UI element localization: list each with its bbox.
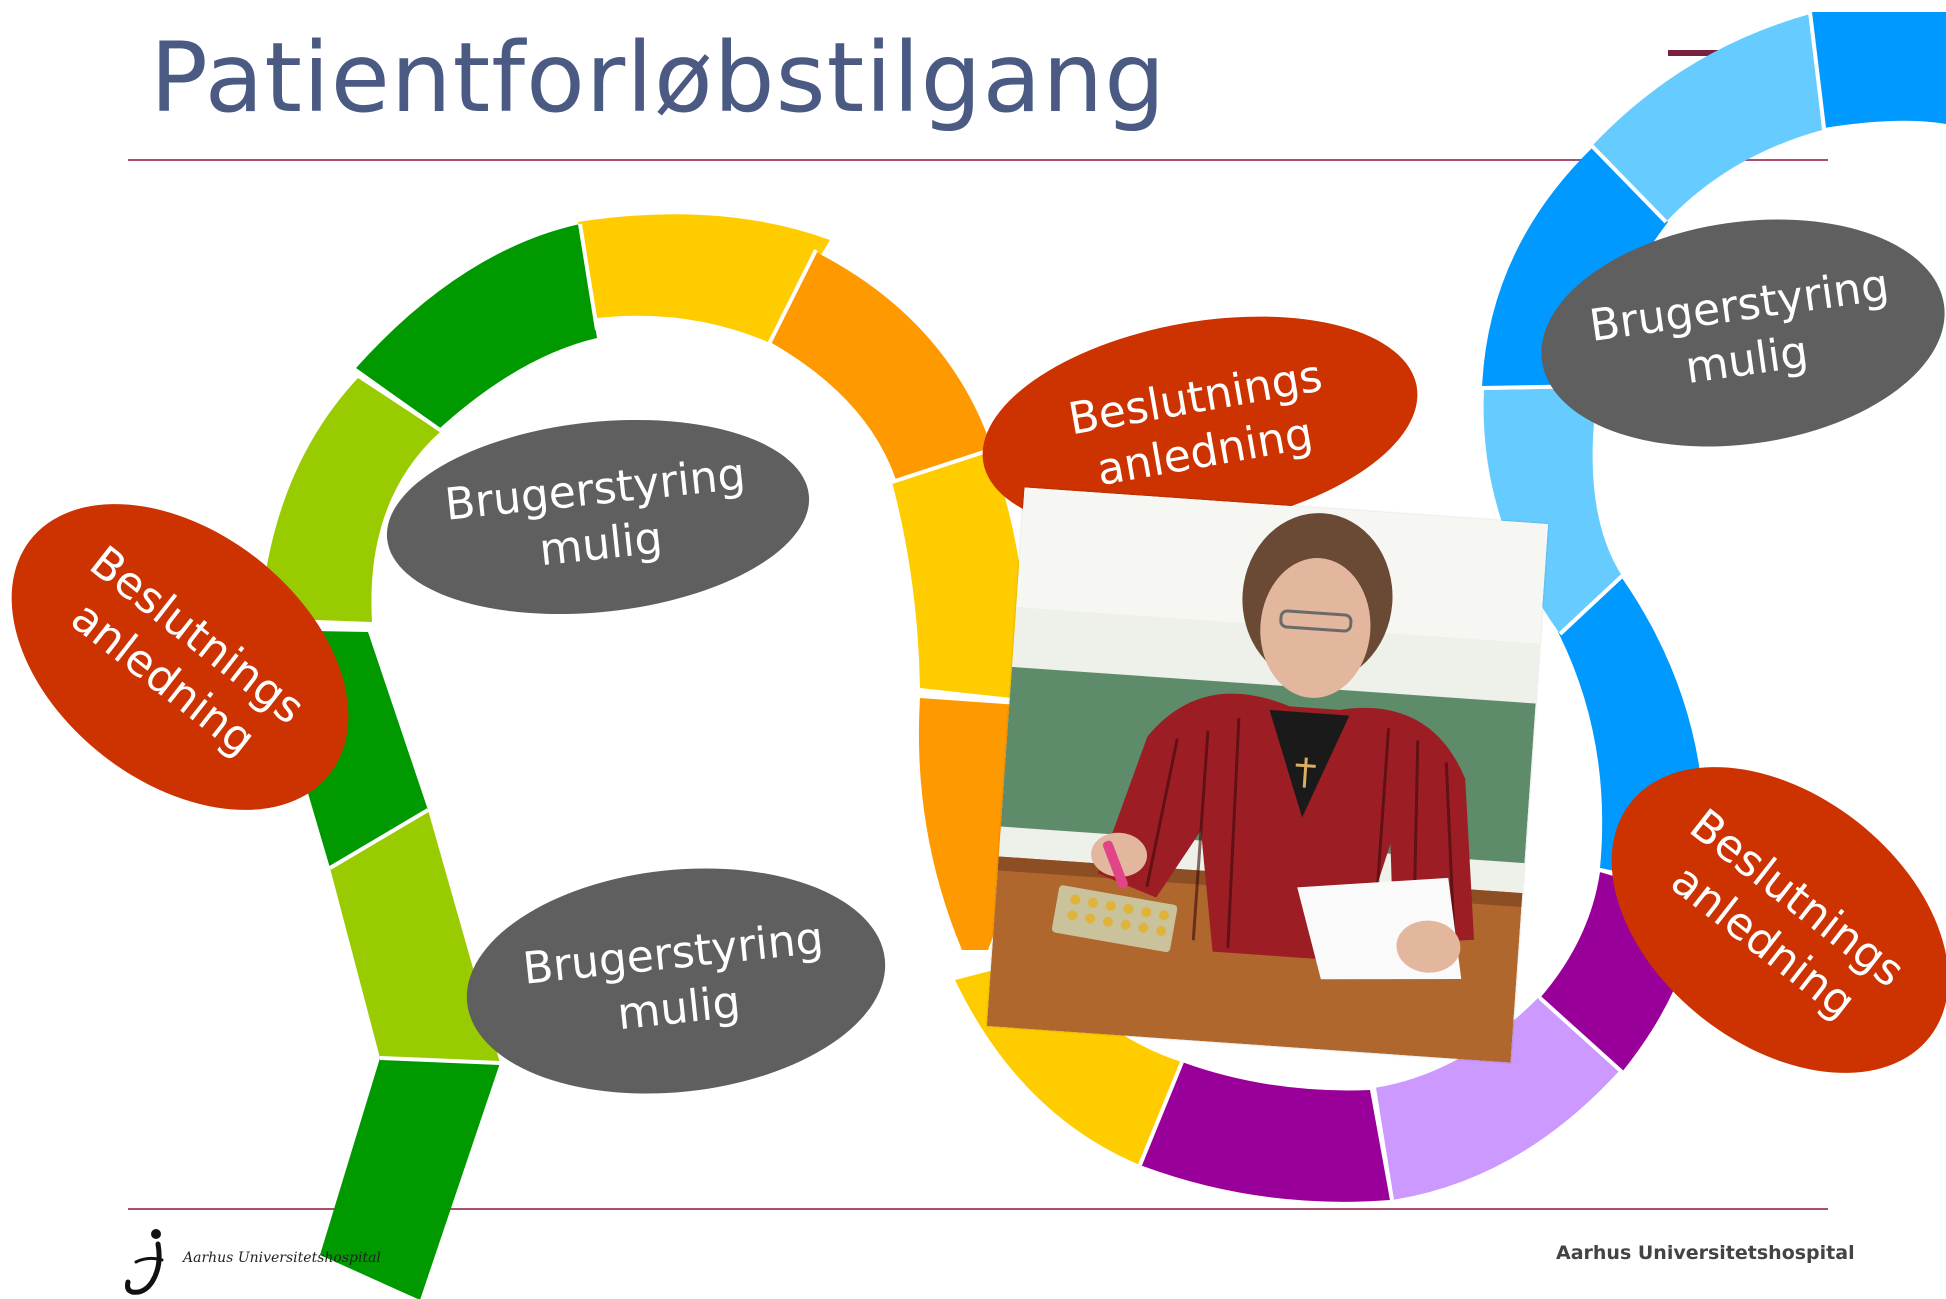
track-segment-17 — [1592, 14, 1822, 222]
track-segment-15 — [1483, 388, 1622, 634]
track-separators — [259, 11, 1826, 1201]
footer-left-brand: Aarhus Universitetshospital — [183, 1250, 381, 1266]
track-segment-16 — [1482, 148, 1668, 388]
track-segment-18 — [1810, 12, 1946, 128]
photo-illustration — [986, 487, 1549, 1063]
footer-right-brand: Aarhus Universitetshospital — [1556, 1242, 1855, 1264]
bottom-divider — [128, 1208, 1828, 1210]
track-segment-7 — [770, 252, 992, 480]
track-segment-8 — [892, 450, 1030, 700]
track-segment-12 — [1374, 998, 1620, 1200]
photo-elderly-woman-with-medicine — [986, 487, 1549, 1063]
track-segment-6 — [578, 214, 830, 342]
track-segment-1 — [320, 1058, 500, 1299]
page-title: Patientforløbstilgang — [150, 22, 1167, 134]
track-segment-2 — [330, 810, 500, 1063]
track-segment-4 — [260, 378, 440, 622]
track-segment-11 — [1140, 1062, 1390, 1202]
top-divider — [128, 159, 1828, 161]
track-segment-5 — [356, 224, 597, 428]
hospital-logo-icon — [125, 1229, 164, 1295]
